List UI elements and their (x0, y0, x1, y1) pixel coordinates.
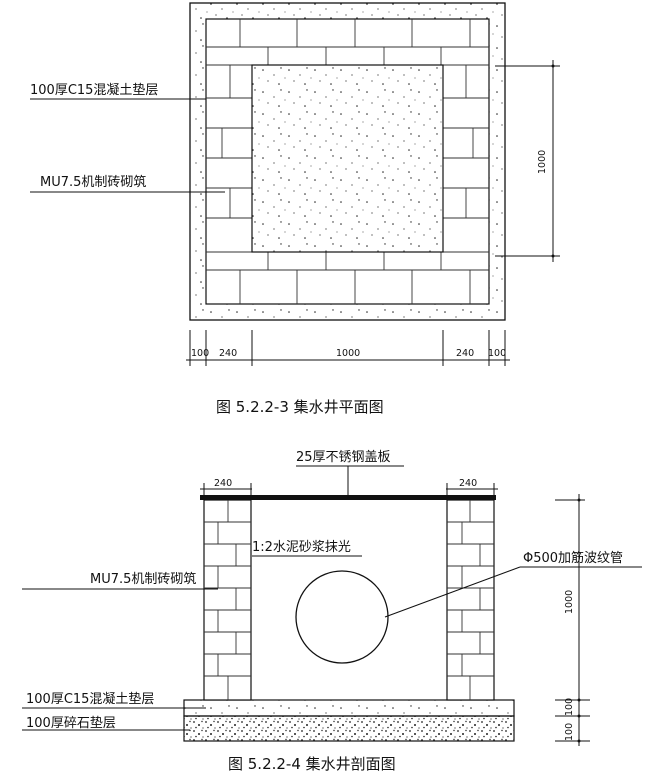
section-caption: 图 5.2.2-4 集水井剖面图 (228, 755, 396, 773)
section-dim-mid: 100 (564, 698, 575, 716)
section-plaster-label: 1:2水泥砂浆抹光 (252, 540, 351, 555)
plan-view: 100厚C15混凝土垫层 MU7.5机制砖砌筑 1000 100 240 100… (30, 2, 560, 416)
section-brick-label: MU7.5机制砖砌筑 (90, 571, 196, 587)
section-pipe (295, 570, 389, 664)
section-dim-top: 1000 (564, 590, 575, 614)
section-gravel-label: 100厚碎石垫层 (26, 715, 116, 731)
section-pipe-label: Φ500加筋波纹管 (523, 550, 623, 566)
section-right-dimension: 1000 100 100 (555, 494, 590, 746)
section-cover-label: 25厚不锈钢盖板 (296, 450, 391, 465)
plan-dim-1: 100 (191, 348, 209, 359)
plan-dim-2: 240 (219, 348, 237, 359)
section-cover-plate (200, 495, 496, 500)
section-left-wall (203, 499, 252, 701)
section-concrete-label: 100厚C15混凝土垫层 (26, 691, 154, 707)
plan-bottom-dimension: 100 240 1000 240 100 (186, 330, 510, 366)
section-right-wall-dim: 240 (459, 478, 477, 489)
plan-inner-pit (251, 64, 444, 253)
section-gravel-layer (183, 715, 515, 742)
section-view: 25厚不锈钢盖板 240 240 1:2水泥砂浆抹光 Φ500加筋波纹管 MU7… (22, 450, 642, 773)
section-right-wall (446, 499, 495, 701)
plan-dim-5: 100 (488, 348, 506, 359)
section-pipe-leader (384, 566, 521, 618)
plan-dim-3: 1000 (336, 348, 360, 359)
plan-dim-4: 240 (456, 348, 474, 359)
plan-caption: 图 5.2.2-3 集水井平面图 (216, 398, 384, 416)
section-left-wall-dim: 240 (214, 478, 232, 489)
section-wall-dimensions: 240 240 (200, 478, 498, 495)
section-dim-bottom: 100 (564, 723, 575, 741)
plan-right-dimension-text: 1000 (537, 150, 548, 174)
section-concrete-layer (183, 699, 515, 717)
section-brick-pattern (204, 500, 494, 700)
plan-right-dimension: 1000 (495, 60, 560, 262)
plan-brick-label: MU7.5机制砖砌筑 (40, 174, 146, 190)
plan-concrete-label: 100厚C15混凝土垫层 (30, 82, 158, 98)
